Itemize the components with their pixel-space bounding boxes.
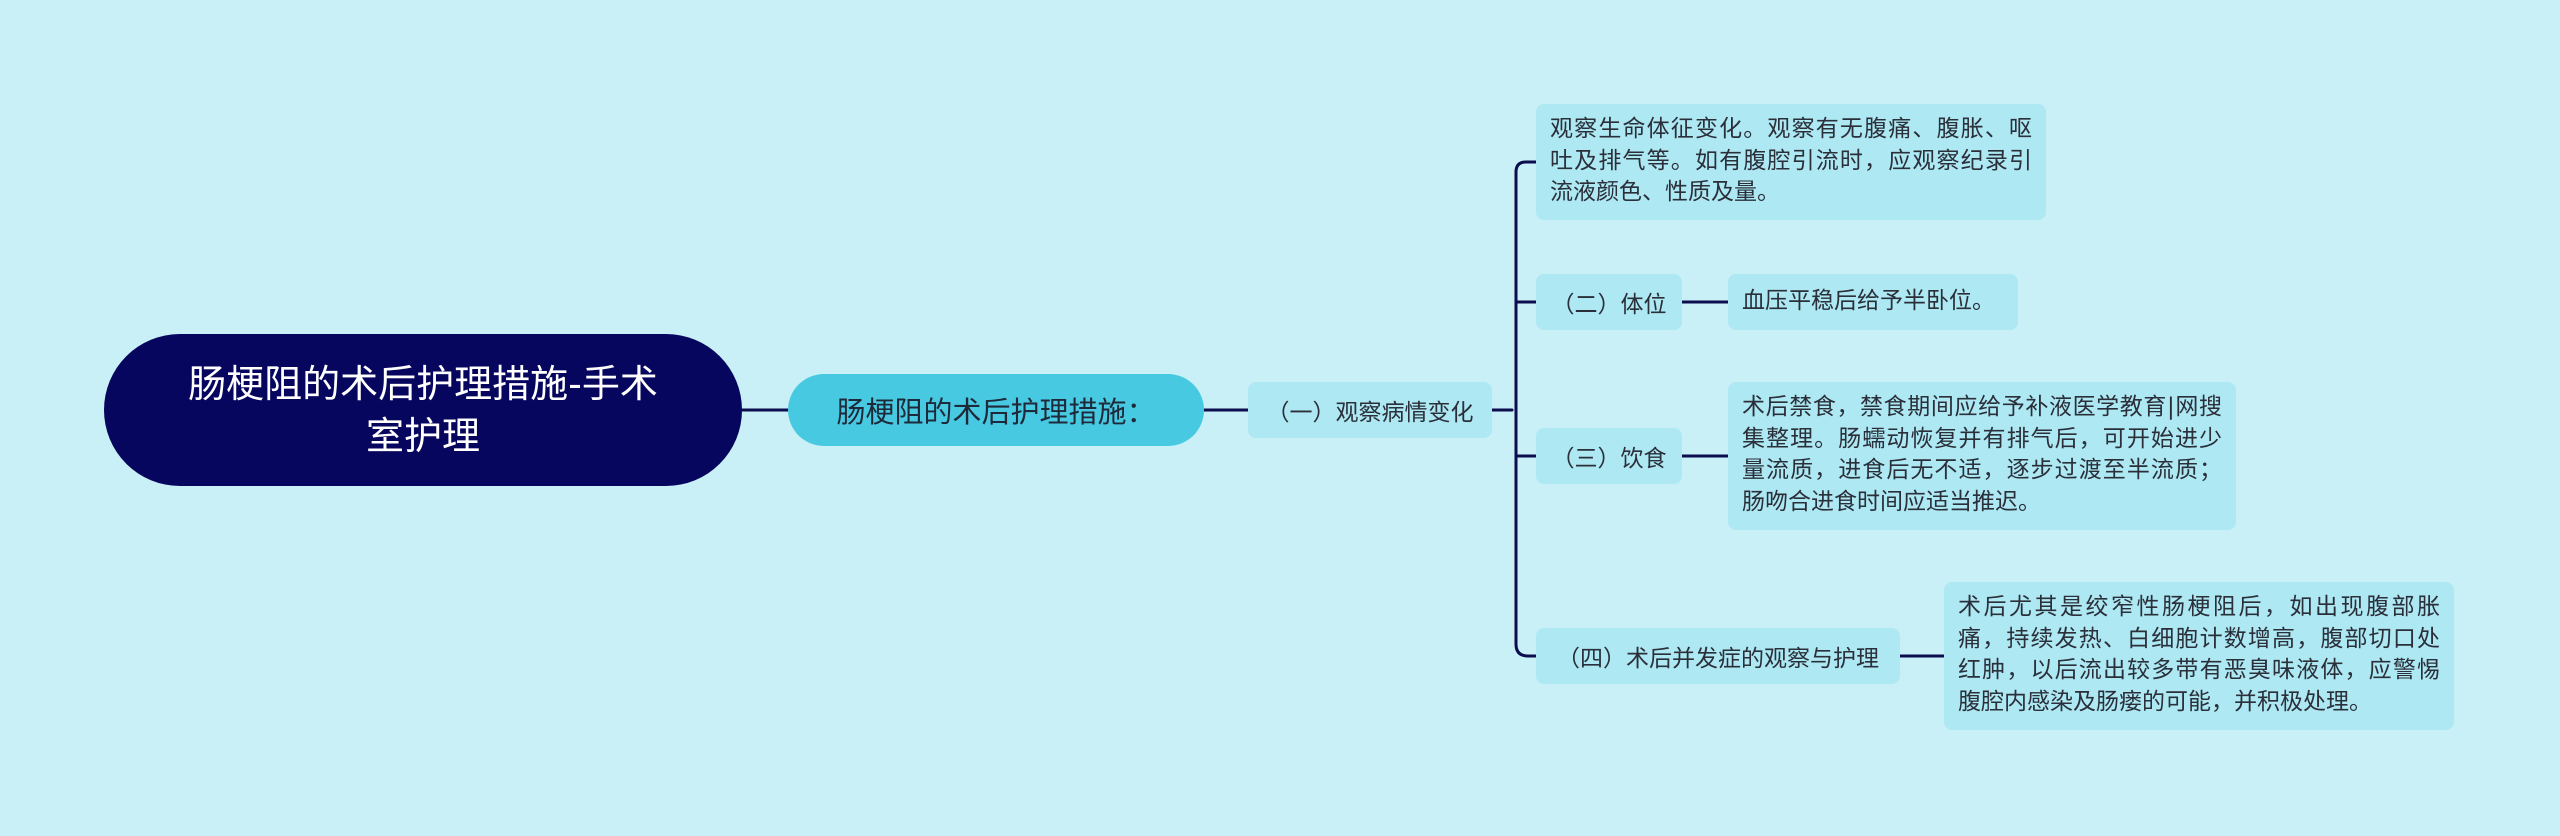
subtopic-complications-detail[interactable]: 术后尤其是绞窄性肠梗阻后，如出现腹部胀痛，持续发热、白细胞计数增高，腹部切口处红… [1944,582,2454,730]
root-topic-label: 肠梗阻的术后护理措施-手术室护理 [188,362,658,458]
subtopic-complications-detail-text: 术后尤其是绞窄性肠梗阻后，如出现腹部胀痛，持续发热、白细胞计数增高，腹部切口处红… [1958,594,2440,715]
subtopic-position-detail[interactable]: 血压平稳后给予半卧位。 [1728,274,2018,330]
topic-observe-note[interactable]: 观察生命体征变化。观察有无腹痛、腹胀、呕吐及排气等。如有腹腔引流时，应观察纪录引… [1536,104,2046,220]
topic-observe-note-text: 观察生命体征变化。观察有无腹痛、腹胀、呕吐及排气等。如有腹腔引流时，应观察纪录引… [1550,116,2032,205]
branch-label: 肠梗阻的术后护理措施： [836,395,1156,429]
subtopic-diet-detail[interactable]: 术后禁食，禁食期间应给予补液医学教育|网搜集整理。肠蠕动恢复并有排气后，可开始进… [1728,382,2236,530]
branch-node[interactable]: 肠梗阻的术后护理措施： [788,374,1204,446]
subtopic-diet-node[interactable]: （三）饮食 [1536,428,1682,484]
topic-observe-label: （一）观察病情变化 [1266,400,1474,426]
subtopic-position-node[interactable]: （二）体位 [1536,274,1682,330]
topic-observe-node[interactable]: （一）观察病情变化 [1248,382,1492,438]
subtopic-position-label: （二）体位 [1551,292,1667,318]
root-topic-node[interactable]: 肠梗阻的术后护理措施-手术室护理 [104,334,742,486]
subtopic-diet-label: （三）饮食 [1551,446,1667,472]
subtopic-complications-node[interactable]: （四）术后并发症的观察与护理 [1536,628,1900,684]
subtopic-complications-label: （四）术后并发症的观察与护理 [1557,646,1879,672]
subtopic-diet-detail-text: 术后禁食，禁食期间应给予补液医学教育|网搜集整理。肠蠕动恢复并有排气后，可开始进… [1742,394,2222,515]
connector-spine [1514,160,1538,658]
subtopic-position-detail-text: 血压平稳后给予半卧位。 [1742,288,1995,315]
